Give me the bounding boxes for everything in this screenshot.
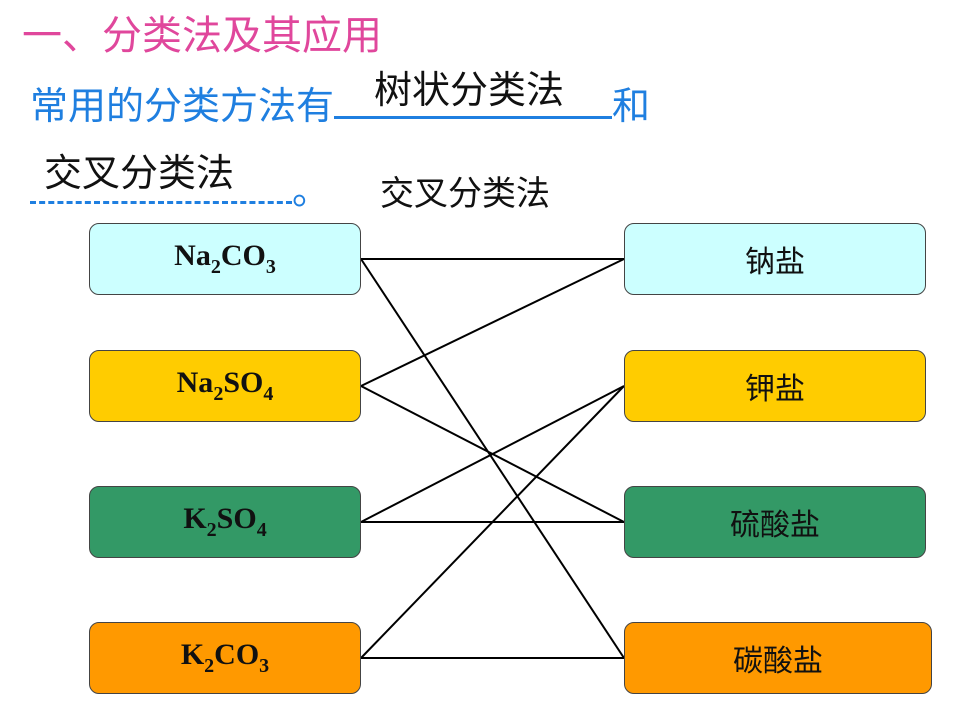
connector-line-sodium-carbonate-to-carbonate-salt [360, 258, 625, 659]
connector-line-potassium-sulfate-to-potassium-salt [360, 385, 625, 523]
formula-symbol: K [180, 638, 205, 671]
compound-box-sodium-carbonate: Na2CO3 [89, 223, 361, 295]
category-box-carbonate-salt: 碳酸盐 [624, 622, 932, 694]
category-label: 碳酸盐 [733, 644, 823, 679]
category-box-potassium-salt: 钾盐 [624, 350, 926, 422]
formula-subscript: 2 [213, 383, 224, 405]
slide-heading: 一、分类法及其应用 [22, 13, 382, 59]
question-suffix: 。 [292, 169, 331, 213]
answer-blank-1: 树状分类法 [334, 68, 613, 119]
formula-symbol: CO [214, 638, 260, 671]
compound-formula: Na2CO3 [174, 239, 276, 279]
category-label: 钾盐 [745, 372, 805, 407]
formula-symbol: SO [223, 366, 264, 399]
formula-symbol: K [183, 502, 207, 535]
answer-blank-2: 交叉分类法 [30, 145, 292, 204]
compound-box-potassium-sulfate: K2SO4 [89, 486, 361, 558]
question-line-2: 交叉分类法 。 [30, 145, 330, 215]
formula-subscript: 3 [259, 655, 270, 677]
category-box-sulfate-salt: 硫酸盐 [624, 486, 926, 558]
question-connector: 和 [612, 84, 651, 128]
diagram-caption: 交叉分类法 [380, 174, 550, 214]
question-line-1: 常用的分类方法有树状分类法 和 [30, 68, 651, 132]
formula-subscript: 3 [265, 256, 276, 278]
formula-subscript: 2 [204, 655, 215, 677]
formula-symbol: SO [216, 502, 257, 535]
compound-box-sodium-sulfate: Na2SO4 [89, 350, 361, 422]
answer-1: 树状分类法 [374, 68, 565, 112]
formula-symbol: CO [220, 239, 266, 272]
category-label: 硫酸盐 [730, 508, 820, 543]
formula-subscript: 2 [210, 256, 221, 278]
connector-line-potassium-carbonate-to-potassium-salt [360, 385, 625, 659]
compound-formula: Na2SO4 [177, 366, 274, 406]
compound-box-potassium-carbonate: K2CO3 [89, 622, 361, 694]
category-box-sodium-salt: 钠盐 [624, 223, 926, 295]
formula-subscript: 4 [263, 383, 274, 405]
connector-line-sodium-sulfate-to-sodium-salt [360, 258, 625, 387]
formula-subscript: 2 [206, 519, 217, 541]
formula-subscript: 4 [256, 519, 267, 541]
category-label: 钠盐 [745, 245, 805, 280]
question-prefix: 常用的分类方法有 [30, 84, 335, 128]
formula-symbol: Na [174, 239, 211, 272]
answer-2: 交叉分类法 [44, 151, 235, 195]
compound-formula: K2SO4 [183, 502, 266, 542]
compound-formula: K2CO3 [181, 638, 269, 678]
formula-symbol: Na [176, 366, 214, 399]
